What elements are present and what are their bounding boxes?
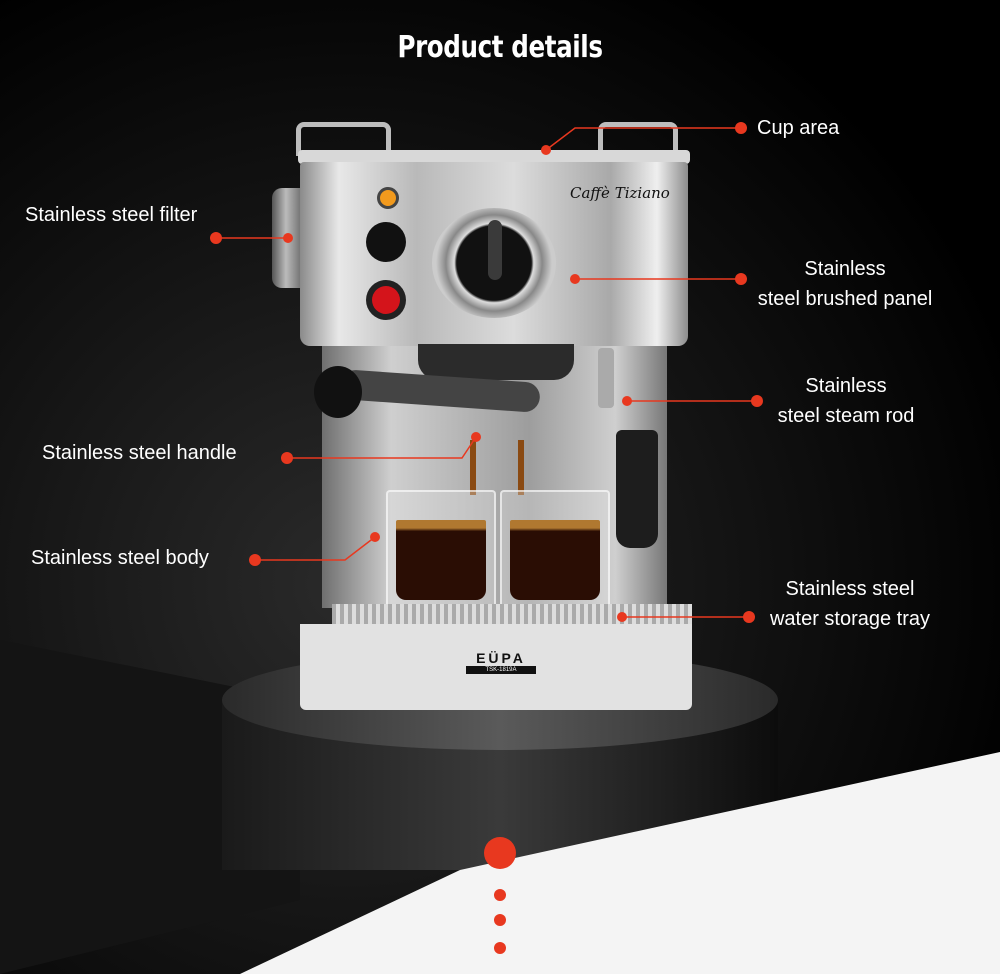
label-filter: Stainless steel filter xyxy=(25,204,198,226)
dot xyxy=(249,554,261,566)
dot xyxy=(735,122,747,134)
label-body: Stainless steel body xyxy=(31,547,209,569)
brew-head xyxy=(418,344,574,380)
label-handle: Stainless steel handle xyxy=(42,442,237,464)
steam-wand-tip xyxy=(616,430,658,548)
cup-rail-right xyxy=(598,122,678,156)
small-dot xyxy=(494,914,506,926)
leader-body xyxy=(255,536,376,561)
dot xyxy=(370,532,380,542)
dot xyxy=(283,233,293,243)
label-cup-area: Cup area xyxy=(757,117,840,139)
dot xyxy=(622,396,632,406)
small-dot xyxy=(494,942,506,954)
dot xyxy=(743,611,755,623)
cup-right xyxy=(500,490,610,618)
dot xyxy=(471,432,481,442)
steam-rod xyxy=(598,348,614,408)
eupa-logo: EÜPA TSK-1819A xyxy=(466,650,536,674)
dot xyxy=(541,145,551,155)
dot xyxy=(281,452,293,464)
leader-cup-area xyxy=(545,127,741,151)
selector-switch xyxy=(366,222,406,262)
small-dot xyxy=(494,889,506,901)
big-dot xyxy=(484,837,516,869)
handle-knob xyxy=(314,366,362,418)
dot xyxy=(751,395,763,407)
indicator-light xyxy=(377,187,399,209)
white-floor xyxy=(240,752,1000,974)
dot xyxy=(617,612,627,622)
water-tray-grill xyxy=(332,604,692,626)
caffe-logo: Caffè Tiziano xyxy=(570,184,670,202)
dot xyxy=(735,273,747,285)
leader-handle xyxy=(287,436,477,459)
cup-left xyxy=(386,490,496,618)
page-title: Product details xyxy=(397,30,603,65)
dot xyxy=(210,232,222,244)
cup-area xyxy=(298,150,690,164)
cup-rail-left xyxy=(296,122,391,156)
dot xyxy=(570,274,580,284)
